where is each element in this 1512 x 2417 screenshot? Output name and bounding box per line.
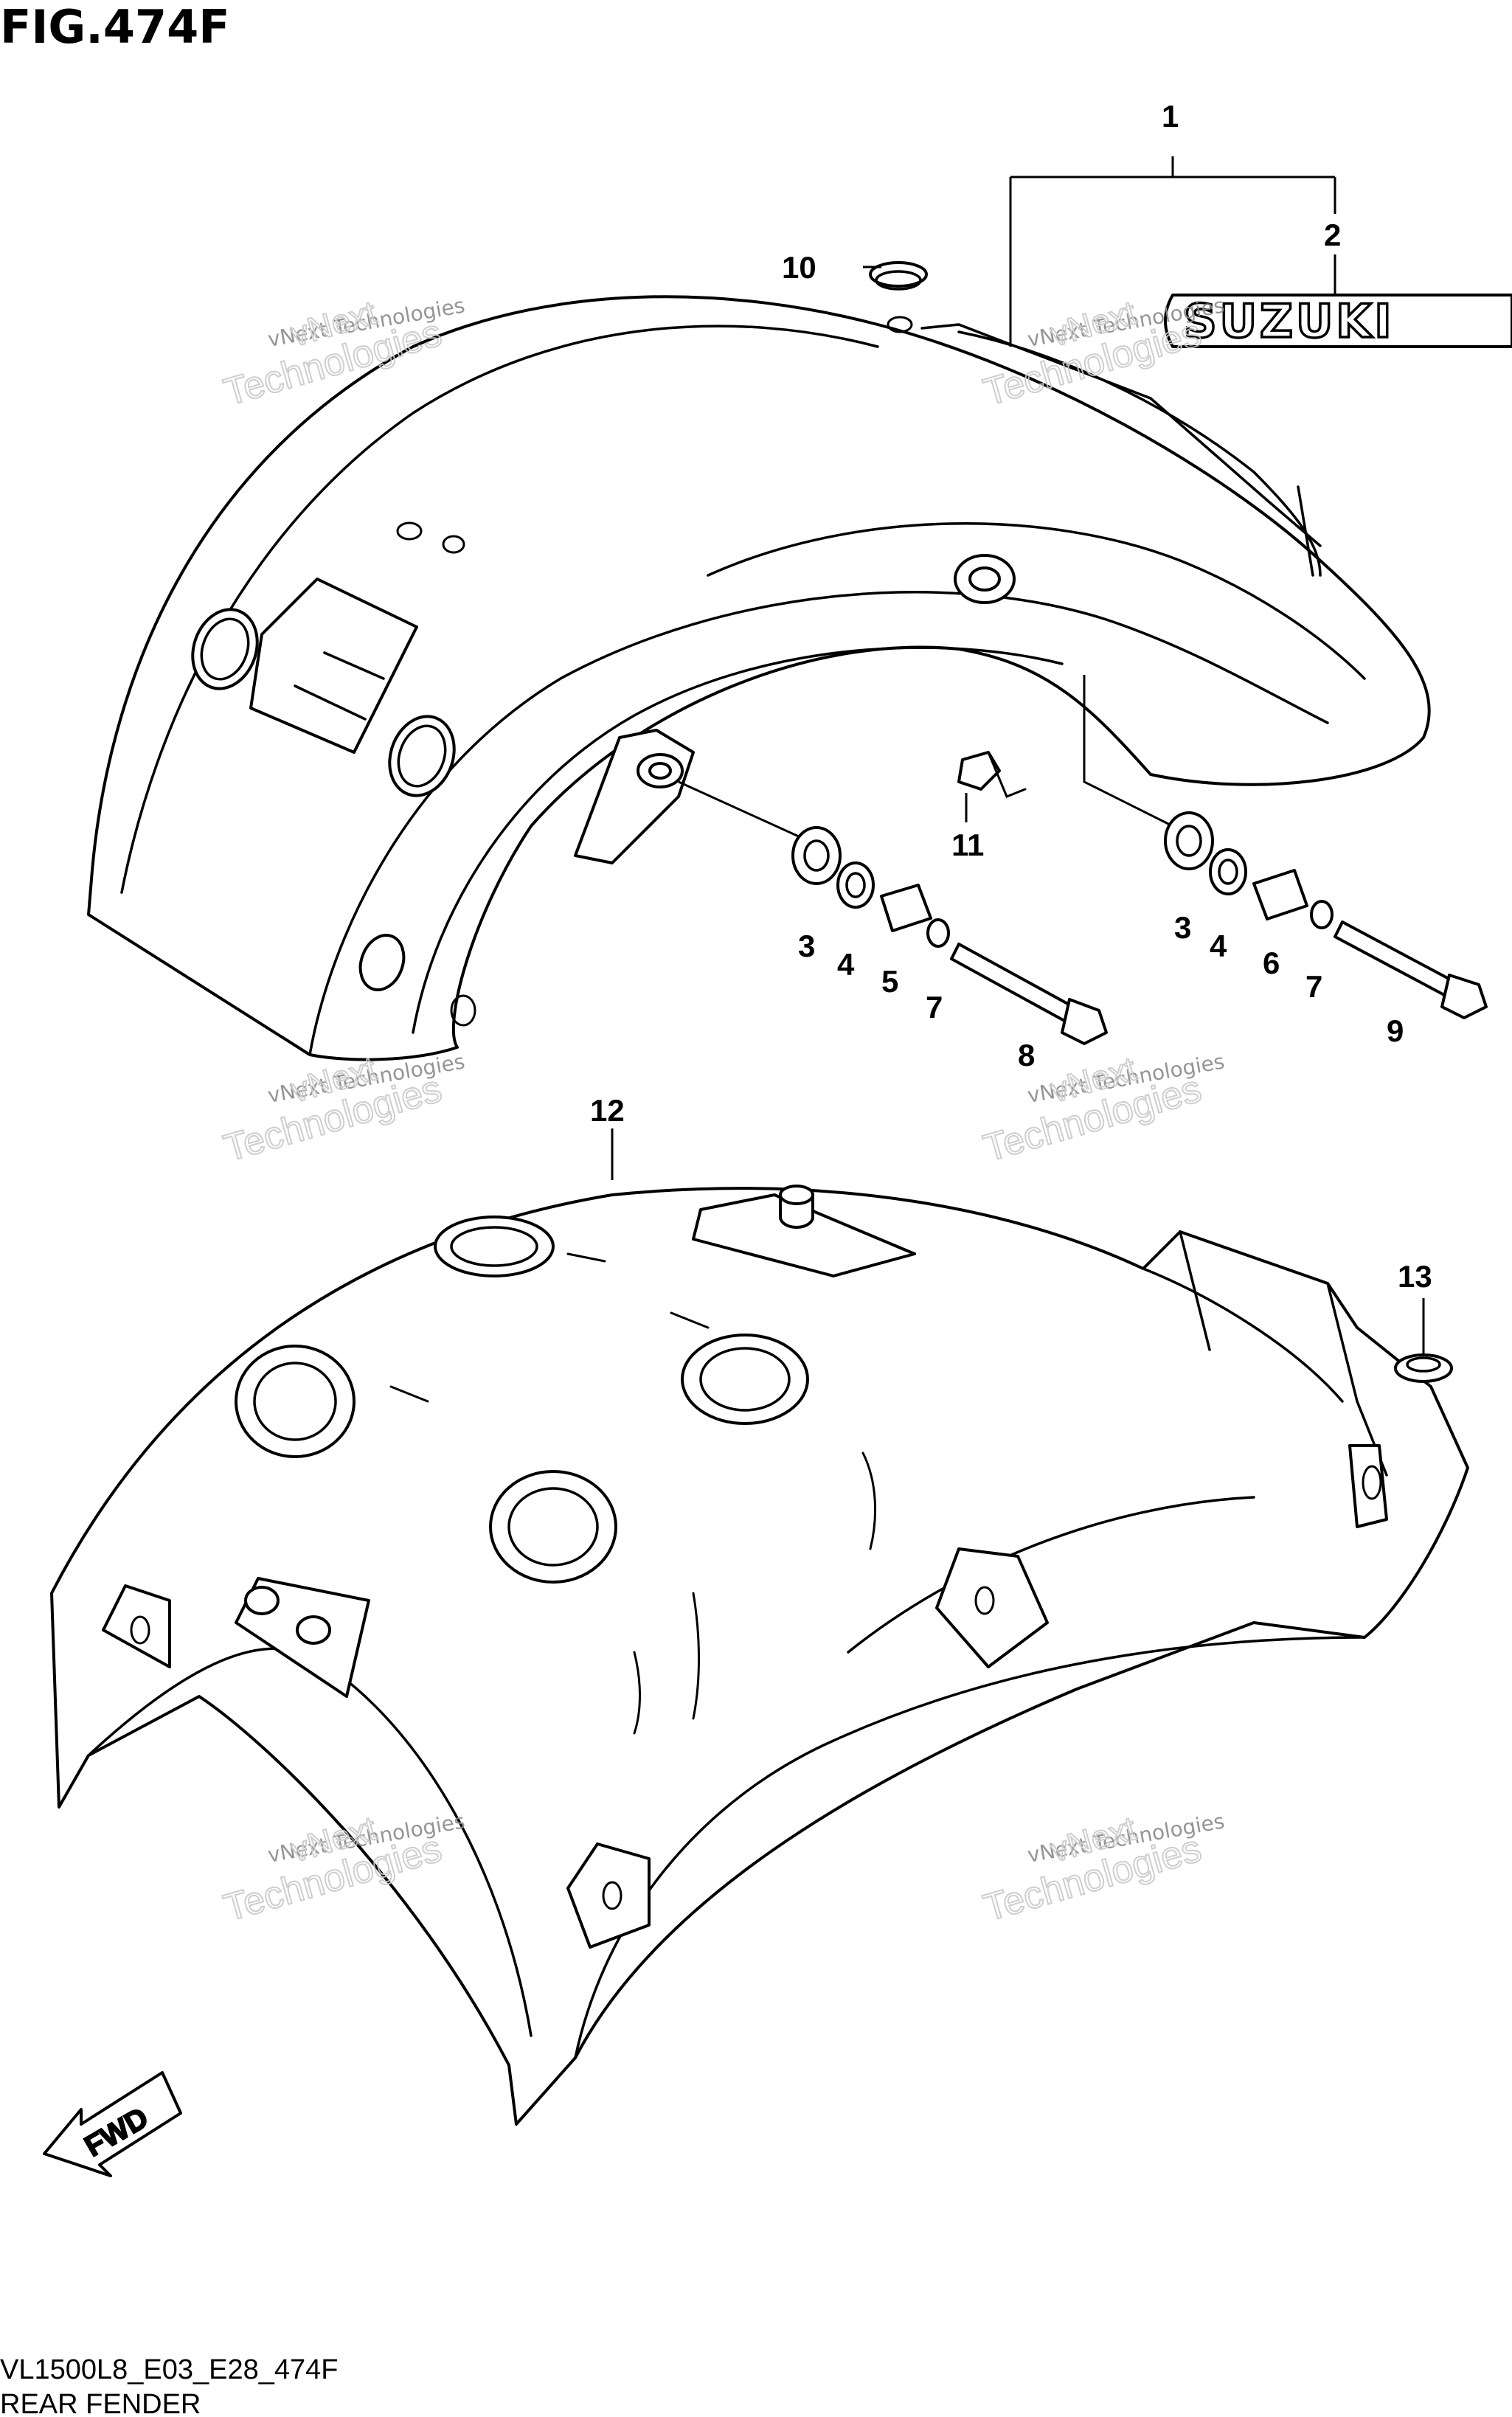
- suzuki-emblem: SUZUKI: [1164, 293, 1512, 350]
- callout-10: 10: [782, 250, 816, 285]
- callout-leaders-lower: [611, 793, 1425, 1353]
- watermarks: vNext Technologies vNext Technologies vN…: [218, 292, 1226, 1930]
- callout-5: 5: [881, 964, 898, 999]
- fwd-arrow: FWD: [43, 2071, 182, 2177]
- callout-11: 11: [951, 828, 984, 862]
- callout-4-right: 4: [1210, 929, 1227, 963]
- figure-title: FIG.474F: [0, 0, 230, 54]
- bolt-set-right: [1083, 675, 1488, 1019]
- callout-7-left: 7: [926, 990, 943, 1024]
- callout-leaders-upper: [863, 156, 1336, 347]
- callout-1: 1: [1162, 99, 1179, 133]
- callout-6: 6: [1263, 946, 1280, 980]
- bolt-set-left: [678, 780, 1108, 1045]
- footer-model-code: VL1500L8_E03_E28_474F: [0, 2354, 339, 2385]
- callout-3-right: 3: [1174, 910, 1191, 945]
- nut-part-11: [957, 751, 1027, 798]
- callout-4-left: 4: [837, 947, 855, 982]
- rear-fender-lower: [50, 1185, 1469, 2126]
- callout-2: 2: [1324, 218, 1341, 252]
- callout-12: 12: [590, 1093, 625, 1128]
- callout-8: 8: [1018, 1038, 1035, 1072]
- callout-9: 9: [1387, 1013, 1404, 1048]
- callout-13: 13: [1398, 1259, 1432, 1294]
- emblem-text: SUZUKI: [1184, 294, 1394, 348]
- grommet-part-10: [869, 261, 928, 291]
- callout-numbers: 1 2 10 11 3 4 5 7 8 3 4 6 7 9 12 13: [590, 99, 1432, 1294]
- footer-section-name: REAR FENDER: [0, 2389, 201, 2417]
- callout-7-right: 7: [1305, 969, 1322, 1004]
- grommet-part-13: [1394, 1353, 1453, 1383]
- callout-3-left: 3: [798, 929, 815, 963]
- rear-fender-upper: [87, 295, 1431, 1061]
